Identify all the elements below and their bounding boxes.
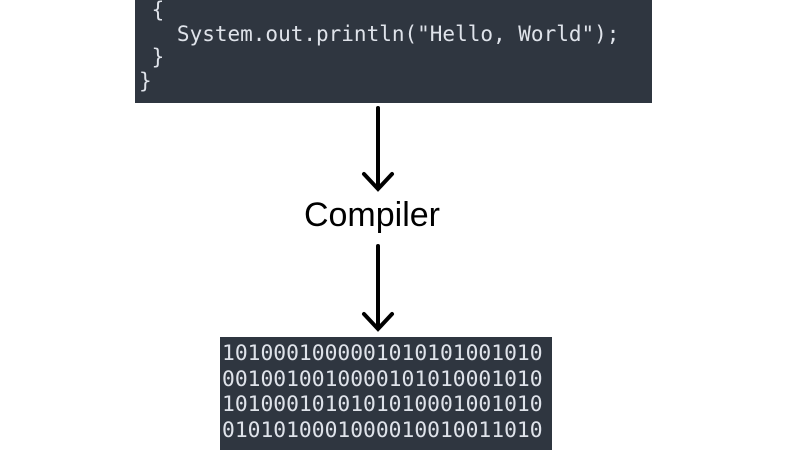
source-code-text: { System.out.println("Hello, World"); } … (139, 0, 619, 93)
compiler-label: Compiler (303, 196, 441, 234)
arrow-down-icon (362, 106, 394, 192)
machine-code-block: 1010001000001010101001010 00100100100001… (220, 337, 552, 450)
binary-line: 0101010001000010010011010 (222, 417, 543, 443)
binary-line: 0010010010000101010001010 (222, 366, 543, 392)
arrow-down-icon (362, 244, 394, 332)
code-line: { (139, 0, 165, 22)
code-line: System.out.println("Hello, World"); (139, 21, 620, 46)
code-line: } (139, 45, 165, 69)
source-code-block: { System.out.println("Hello, World"); } … (135, 0, 652, 103)
binary-line: 1010001000001010101001010 (222, 341, 543, 366)
code-line: } (139, 68, 152, 93)
binary-line: 1010001010101010001001010 (222, 392, 543, 417)
